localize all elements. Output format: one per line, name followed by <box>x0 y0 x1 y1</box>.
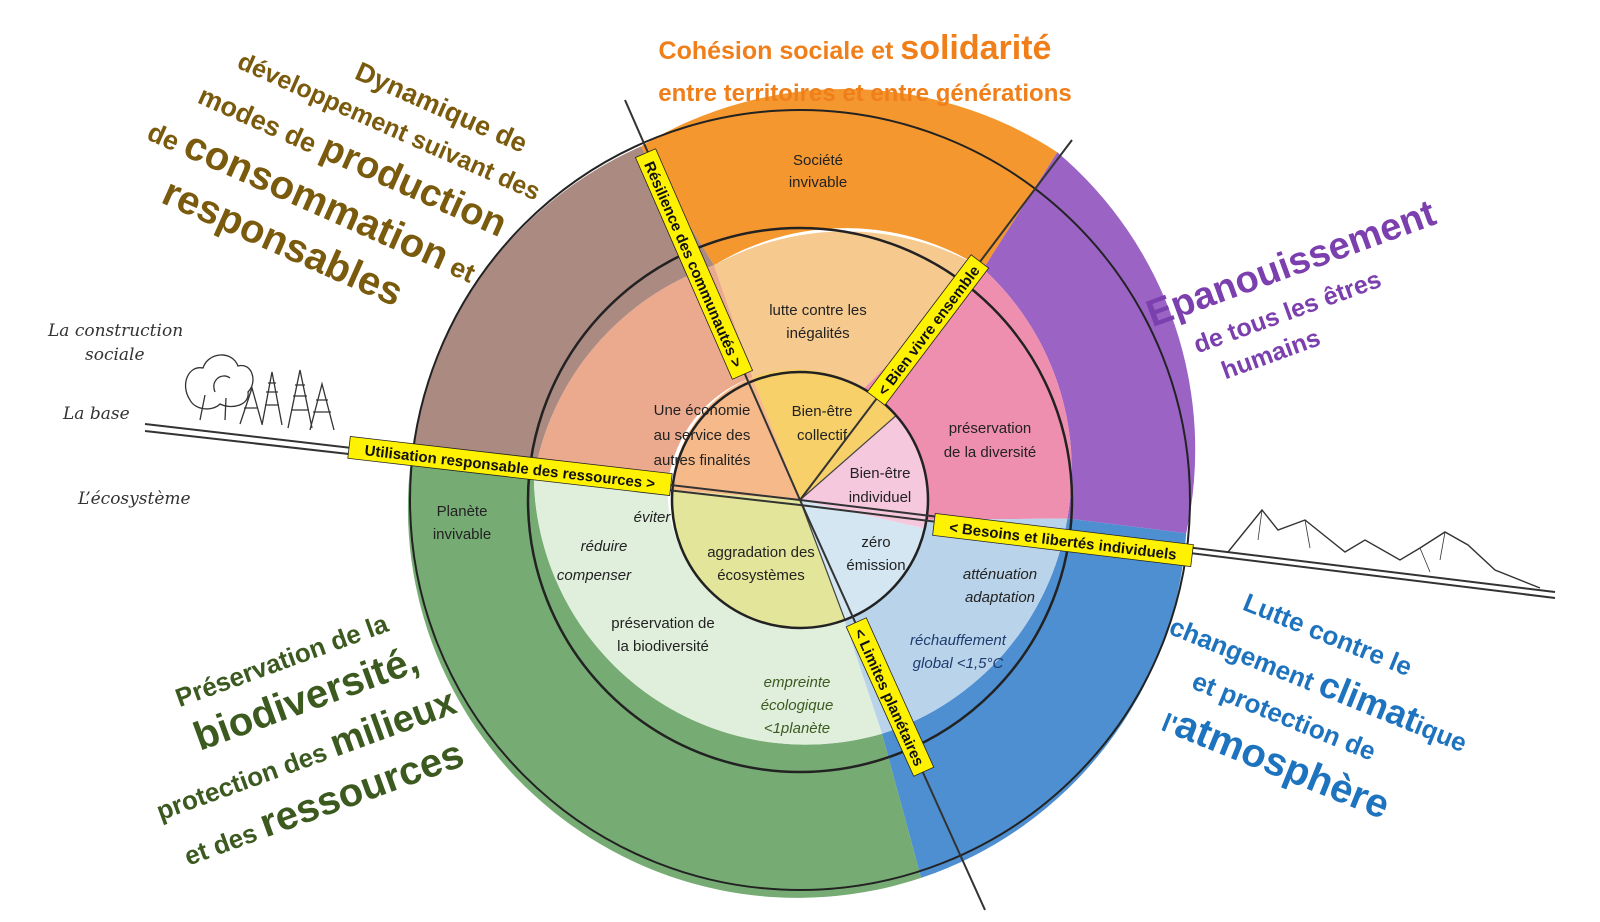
title-top-line1: Cohésion sociale et solidarité <box>659 29 1052 67</box>
aggradation-label-l1: aggradation des <box>707 544 815 561</box>
mountains-sketch <box>1227 508 1541 589</box>
inner-divider-1 <box>799 415 896 501</box>
title-top: Cohésion sociale et solidarité entre ter… <box>658 29 1071 107</box>
outer-circle-line <box>409 109 1191 891</box>
societe-label-l1: Société <box>793 152 843 169</box>
emission-label-l2: émission <box>846 557 905 574</box>
rechauffement-label-l2: global <1,5°C <box>913 655 1004 672</box>
mountain-hatching <box>1257 509 1446 573</box>
ring-outlines <box>409 109 1191 891</box>
trees-sketch <box>185 354 335 431</box>
title-bottom-left: Préservation de la biodiversité, protect… <box>152 608 469 872</box>
axis-label-resilience-bg <box>634 148 754 380</box>
inner-sector-aggradation <box>671 490 845 629</box>
attenuation-label-l2: adaptation <box>965 589 1035 606</box>
middle-ring-labels: lutte contre les inégalités Une économie… <box>611 302 1036 655</box>
attenuation-label-l1: atténuation <box>963 566 1037 583</box>
collectif-label-l1: Bien-être <box>792 403 853 420</box>
diversite-label-l1: préservation <box>949 420 1032 437</box>
planete-label-l2: invivable <box>433 526 491 543</box>
reduire-label: réduire <box>581 538 628 555</box>
middle-circle-line <box>526 226 1074 774</box>
diversite-label-l2: de la diversité <box>944 444 1037 461</box>
individuel-label-l2: individuel <box>849 489 912 506</box>
pine-tree-icon <box>261 371 283 426</box>
societe-label-l2: invivable <box>789 174 847 191</box>
biodiv-label-l2: la biodiversité <box>617 638 709 655</box>
pine-tree-icon-4 <box>239 385 263 425</box>
middle-sector-peach <box>714 231 984 392</box>
construction-label-l2: sociale <box>85 345 145 365</box>
biodiv-label-l1: préservation de <box>611 615 714 632</box>
title-right: Epanouissement de tous les êtres humains <box>1141 192 1441 385</box>
axis-label-bien-vivre-bg <box>866 254 990 406</box>
empreinte-label-l1: empreinte <box>764 674 831 691</box>
outer-sector-orange <box>640 89 1058 269</box>
middle-sector-salmon <box>533 265 753 484</box>
tree-round-icon-2 <box>213 375 231 421</box>
middle-ring-italic-labels: éviter réduire compenser atténuation ada… <box>557 509 1037 737</box>
pine-tree-icon-3 <box>309 381 335 431</box>
planete-label-l1: Planète <box>437 503 488 520</box>
tree-round-icon <box>185 354 254 421</box>
inner-sector-collectif <box>752 369 896 500</box>
inner-sector-economie <box>672 377 800 500</box>
title-top-line1-big: solidarité <box>900 29 1051 67</box>
ecosysteme-label: L’écosystème <box>77 489 191 509</box>
pine-tree-icon-2 <box>287 369 313 429</box>
title-bottom-left-l4a: et des <box>180 815 268 871</box>
construction-label-l1: La construction <box>47 321 183 341</box>
inner-circle-line <box>670 370 930 630</box>
eviter-label: éviter <box>634 509 672 526</box>
collectif-label-l2: collectif <box>797 427 848 444</box>
inegalites-label-l2: inégalités <box>786 325 849 342</box>
empreinte-label-l3: <1planète <box>764 720 830 737</box>
inegalites-label-l1: lutte contre les <box>769 302 867 319</box>
middle-sector-palegreen <box>533 477 882 745</box>
outer-sector-purple <box>983 152 1196 534</box>
inner-sector-individuel <box>800 416 928 529</box>
title-bottom-right-l2c: ique <box>1411 710 1472 758</box>
axis-label-besoins-bg <box>932 513 1194 567</box>
title-top-line2: entre territoires et entre générations <box>658 80 1071 107</box>
outer-sector-brown <box>410 146 714 478</box>
emission-label-l1: zéro <box>861 534 890 551</box>
compenser-label: compenser <box>557 567 632 584</box>
title-top-line1-pre: Cohésion sociale et <box>659 37 901 65</box>
middle-sector-pink <box>860 268 1072 520</box>
empreinte-label-l2: écologique <box>761 697 834 714</box>
aggradation-label-l2: écosystèmes <box>717 567 805 584</box>
inner-divider-2 <box>799 499 846 621</box>
economie-label-l3: autres finalités <box>654 452 751 469</box>
inner-sector-emission <box>800 500 925 620</box>
side-labels: La construction sociale La base L’écosys… <box>47 321 191 509</box>
rechauffement-label-l1: réchauffement <box>910 632 1007 649</box>
outer-sector-blue <box>882 518 1187 878</box>
economie-label-l1: Une économie <box>654 402 751 419</box>
inner-circle <box>671 369 928 629</box>
title-bottom-right: Lutte contre le changement climatique et… <box>1158 587 1472 828</box>
axis-label-utilisation-bg <box>347 436 673 496</box>
outer-ring-labels: Société invivable Planète invivable <box>433 152 847 543</box>
individuel-label-l1: Bien-être <box>850 465 911 482</box>
inner-circle-labels: Bien-être collectif Bien-être individuel… <box>707 403 911 584</box>
rechauffement-labels: réchauffement global <1,5°C <box>910 632 1007 672</box>
axis-label-limites-bg <box>845 617 935 777</box>
base-label: La base <box>62 404 130 424</box>
economie-label-l2: au service des <box>654 427 751 444</box>
mountain-icon <box>1227 508 1541 589</box>
